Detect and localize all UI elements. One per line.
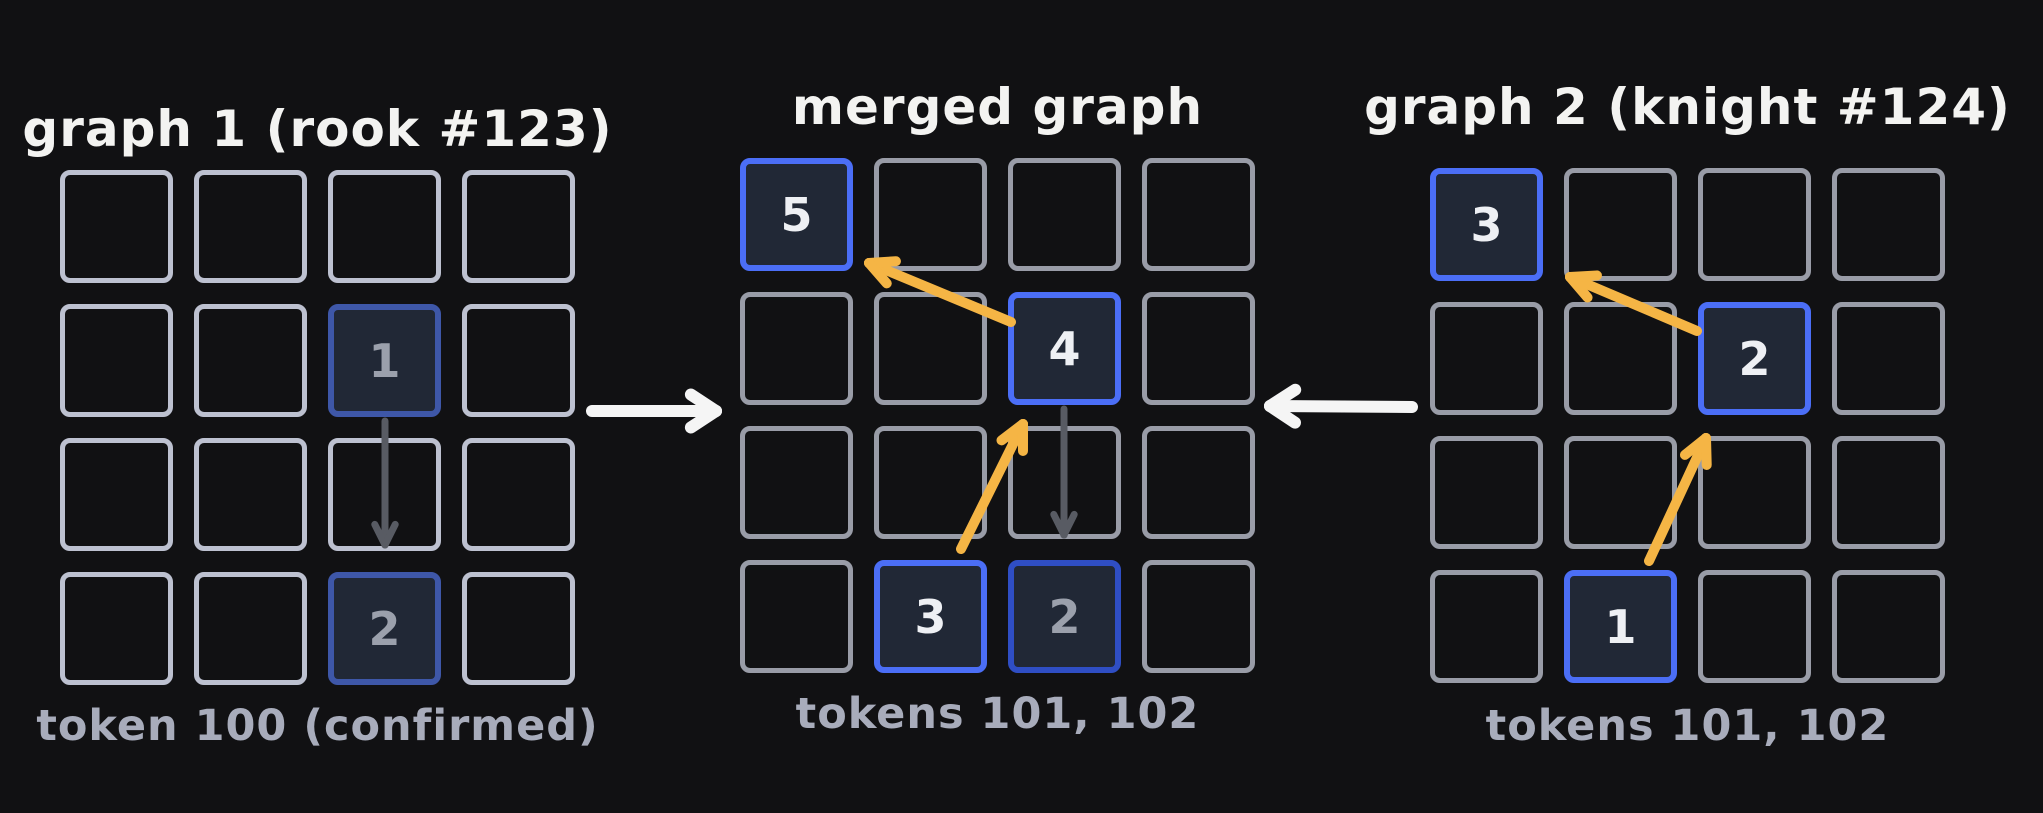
panel-merged-graph-title: merged graph: [791, 78, 1204, 136]
grid-cell-r3-c3: [1832, 570, 1945, 683]
grid-cell-r0-c2: [1698, 168, 1811, 281]
token-cell-4: 4: [1008, 292, 1121, 405]
cell-number: 1: [1604, 599, 1637, 654]
grid-cell-r1-c3: [462, 304, 575, 417]
panel-graph-2: graph 2 (knight #124) 3 2 1 tokens 101, 10…: [1364, 0, 2010, 813]
grid-cell-r2-c3: [1832, 436, 1945, 549]
panel-merged-graph-caption: tokens 101, 102: [795, 689, 1200, 739]
grid-cell-r0-c2: [328, 170, 441, 283]
grid-cell-r1-c1: [874, 292, 987, 405]
token-cell-3: 3: [874, 560, 987, 673]
grid-cell-r1-c1: [194, 304, 307, 417]
grid-cell-r2-c2: [328, 438, 441, 551]
grid-cell-r0-c1: [194, 170, 307, 283]
grid-cell-r2-c2: [1698, 436, 1811, 549]
grid-cell-r2-c1: [194, 438, 307, 551]
grid-cell-r1-c1: [1564, 302, 1677, 415]
grid-cell-r2-c2: [1008, 426, 1121, 539]
cell-number: 2: [1048, 589, 1081, 644]
token-cell-2: 2: [1698, 302, 1811, 415]
grid-cell-r0-c3: [1142, 158, 1255, 271]
cell-number: 1: [368, 333, 401, 388]
grid-cell-r2-c0: [740, 426, 853, 539]
cell-number: 4: [1048, 321, 1081, 376]
token-cell-2: 2: [1008, 560, 1121, 673]
grid-cell-r3-c1: [194, 572, 307, 685]
grid-cell-r3-c2: [1698, 570, 1811, 683]
grid-cell-r1-c0: [1430, 302, 1543, 415]
grid-cell-r0-c1: [874, 158, 987, 271]
panel-merged-graph-grid: 5 4 3 2: [740, 158, 1255, 673]
grid-cell-r1-c0: [740, 292, 853, 405]
grid-cell-r3-c0: [1430, 570, 1543, 683]
grid-cell-r2-c3: [462, 438, 575, 551]
panel-graph-2-caption: tokens 101, 102: [1485, 701, 1890, 751]
graph1-to-merged-arrow-icon: [586, 388, 722, 434]
grid-cell-r0-c1: [1564, 168, 1677, 281]
grid-cell-r3-c0: [740, 560, 853, 673]
cell-number: 2: [368, 601, 401, 656]
grid-cell-r3-c3: [462, 572, 575, 685]
grid-cell-r3-c3: [1142, 560, 1255, 673]
token-cell-1: 1: [328, 304, 441, 417]
grid-cell-r3-c0: [60, 572, 173, 685]
grid-cell-r1-c0: [60, 304, 173, 417]
panel-graph-2-grid: 3 2 1: [1430, 168, 1945, 683]
cell-number: 3: [1470, 197, 1503, 252]
grid-cell-r1-c3: [1832, 302, 1945, 415]
grid-cell-r0-c3: [462, 170, 575, 283]
grid-cell-r1-c3: [1142, 292, 1255, 405]
grid-cell-r2-c1: [1564, 436, 1677, 549]
cell-number: 3: [914, 589, 947, 644]
token-cell-5: 5: [740, 158, 853, 271]
cell-number: 5: [780, 187, 813, 242]
panel-graph-2-title: graph 2 (knight #124): [1364, 78, 2011, 136]
graph2-to-merged-arrow-icon: [1264, 383, 1418, 429]
token-cell-2: 2: [328, 572, 441, 685]
cell-number: 2: [1738, 331, 1771, 386]
grid-cell-r0-c0: [60, 170, 173, 283]
token-cell-3: 3: [1430, 168, 1543, 281]
grid-cell-r0-c2: [1008, 158, 1121, 271]
token-cell-1: 1: [1564, 570, 1677, 683]
panel-graph-1-title: graph 1 (rook #123): [22, 100, 613, 158]
panel-merged-graph: merged graph 5 4 3 2 tokens 101, 102: [740, 0, 1255, 813]
grid-cell-r2-c0: [60, 438, 173, 551]
panel-graph-1-caption: token 100 (confirmed): [36, 701, 599, 751]
grid-cell-r2-c1: [874, 426, 987, 539]
grid-cell-r0-c3: [1832, 168, 1945, 281]
grid-cell-r2-c0: [1430, 436, 1543, 549]
grid-cell-r2-c3: [1142, 426, 1255, 539]
